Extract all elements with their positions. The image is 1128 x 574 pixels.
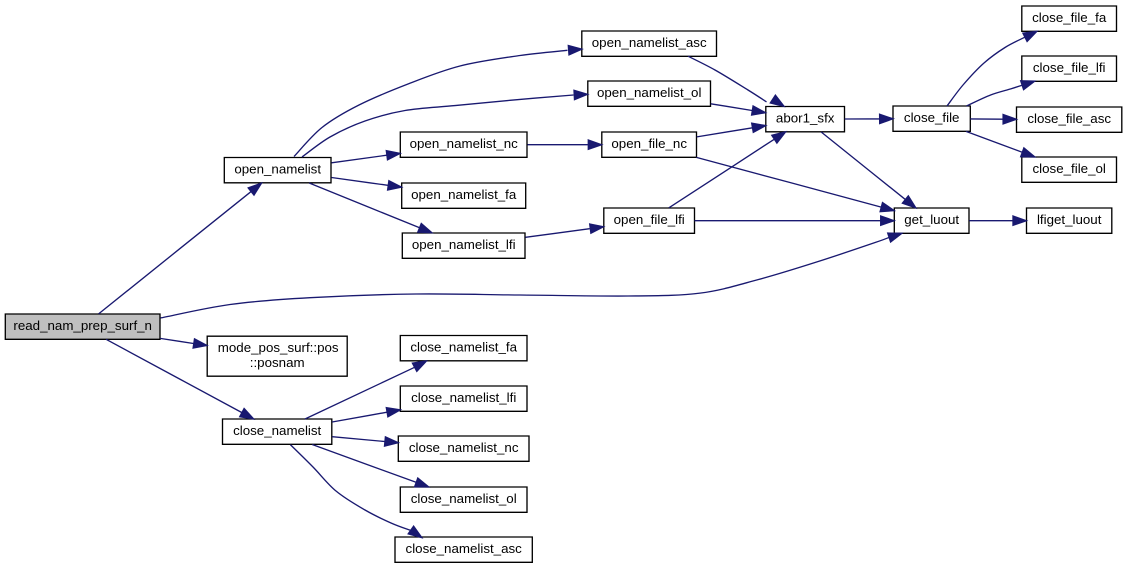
svg-text:get_luout: get_luout: [904, 212, 959, 227]
svg-text:close_namelist_ol: close_namelist_ol: [411, 491, 517, 506]
svg-text:open_namelist_ol: open_namelist_ol: [597, 85, 702, 100]
svg-text:open_file_lfi: open_file_lfi: [614, 212, 685, 227]
svg-text:::posnam: ::posnam: [250, 355, 305, 370]
svg-text:read_nam_prep_surf_n: read_nam_prep_surf_n: [13, 318, 152, 333]
svg-text:close_file_ol: close_file_ol: [1033, 161, 1106, 176]
svg-text:close_file_asc: close_file_asc: [1027, 111, 1111, 126]
svg-text:open_namelist_nc: open_namelist_nc: [410, 136, 519, 151]
svg-text:open_file_nc: open_file_nc: [611, 136, 687, 151]
svg-text:close_namelist: close_namelist: [233, 423, 321, 438]
svg-text:open_namelist_lfi: open_namelist_lfi: [412, 237, 516, 252]
svg-text:open_namelist_asc: open_namelist_asc: [592, 35, 707, 50]
svg-text:close_file_lfi: close_file_lfi: [1033, 60, 1106, 75]
svg-text:abor1_sfx: abor1_sfx: [776, 111, 835, 126]
svg-text:close_namelist_fa: close_namelist_fa: [410, 340, 517, 355]
svg-text:open_namelist: open_namelist: [234, 162, 321, 177]
svg-text:mode_pos_surf::pos: mode_pos_surf::pos: [218, 340, 339, 355]
svg-text:open_namelist_fa: open_namelist_fa: [411, 187, 517, 202]
svg-text:close_namelist_nc: close_namelist_nc: [409, 440, 519, 455]
svg-text:close_file: close_file: [904, 110, 960, 125]
svg-text:close_file_fa: close_file_fa: [1032, 10, 1107, 25]
svg-text:close_namelist_asc: close_namelist_asc: [406, 541, 523, 556]
svg-text:lfiget_luout: lfiget_luout: [1037, 212, 1102, 227]
svg-text:close_namelist_lfi: close_namelist_lfi: [411, 390, 516, 405]
